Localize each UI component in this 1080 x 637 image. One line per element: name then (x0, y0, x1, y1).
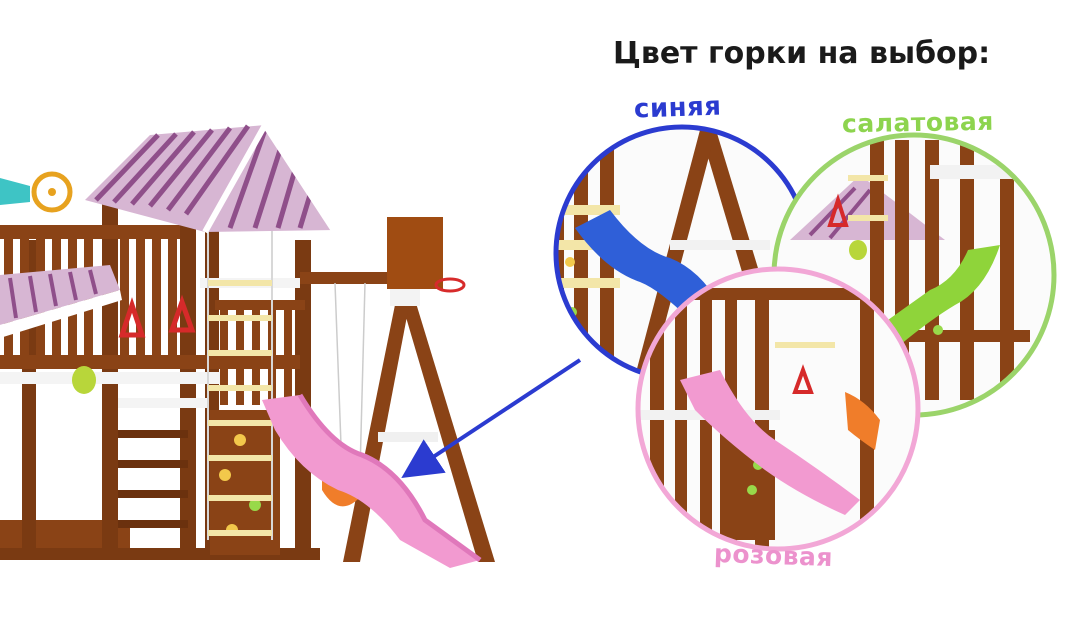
basketball-board (387, 217, 443, 289)
telescope (0, 178, 30, 205)
playground-main (0, 119, 495, 568)
option-label-blue: синяя (633, 91, 722, 125)
option-label-pink: розовая (713, 538, 834, 573)
rope-ladder (207, 220, 273, 540)
pointer-arrow (401, 358, 582, 479)
canopy-roof (85, 119, 338, 234)
option-pink-circle (635, 266, 921, 552)
slide-pink (262, 395, 480, 568)
gymnastic-rings (118, 294, 196, 338)
slide-cover (0, 265, 122, 338)
slide-green (888, 245, 1000, 345)
bell (72, 366, 96, 394)
steering-wheel (31, 171, 73, 213)
page-title: Цвет горки на выбор: (613, 36, 991, 71)
option-label-green: салатовая (841, 106, 995, 139)
slide-blue (575, 210, 720, 320)
slide-pink-sample (680, 370, 860, 515)
